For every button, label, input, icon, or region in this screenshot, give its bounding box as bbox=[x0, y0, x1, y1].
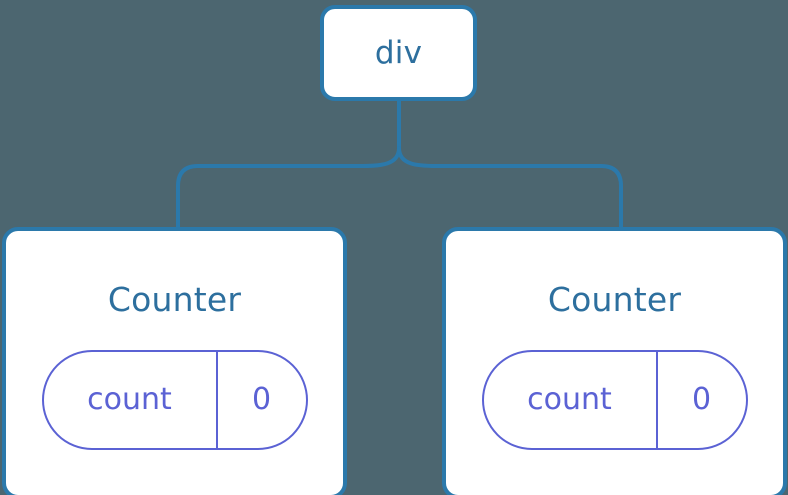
state-pill-0[interactable]: count 0 bbox=[41, 350, 308, 450]
state-pill-1[interactable]: count 0 bbox=[481, 350, 748, 450]
connector-branch-right bbox=[397, 146, 623, 231]
connector-branch-left bbox=[176, 146, 401, 231]
state-pill-1-key-cell: count bbox=[484, 352, 658, 448]
node-root-label: div bbox=[374, 34, 423, 71]
node-counter-1-title: Counter bbox=[547, 280, 682, 319]
node-counter-0-title: Counter bbox=[107, 280, 242, 319]
state-pill-1-value-cell: 0 bbox=[658, 352, 746, 448]
state-pill-1-key-label: count bbox=[527, 382, 612, 417]
state-pill-0-key-label: count bbox=[87, 382, 172, 417]
state-pill-0-key-cell: count bbox=[44, 352, 218, 448]
node-root-div[interactable]: div bbox=[320, 5, 477, 101]
state-pill-1-value-label: 0 bbox=[691, 382, 712, 417]
state-pill-0-value-label: 0 bbox=[251, 382, 272, 417]
state-pill-0-value-cell: 0 bbox=[218, 352, 306, 448]
node-counter-1[interactable]: Counter count 0 bbox=[442, 227, 787, 495]
node-counter-0[interactable]: Counter count 0 bbox=[2, 227, 347, 495]
